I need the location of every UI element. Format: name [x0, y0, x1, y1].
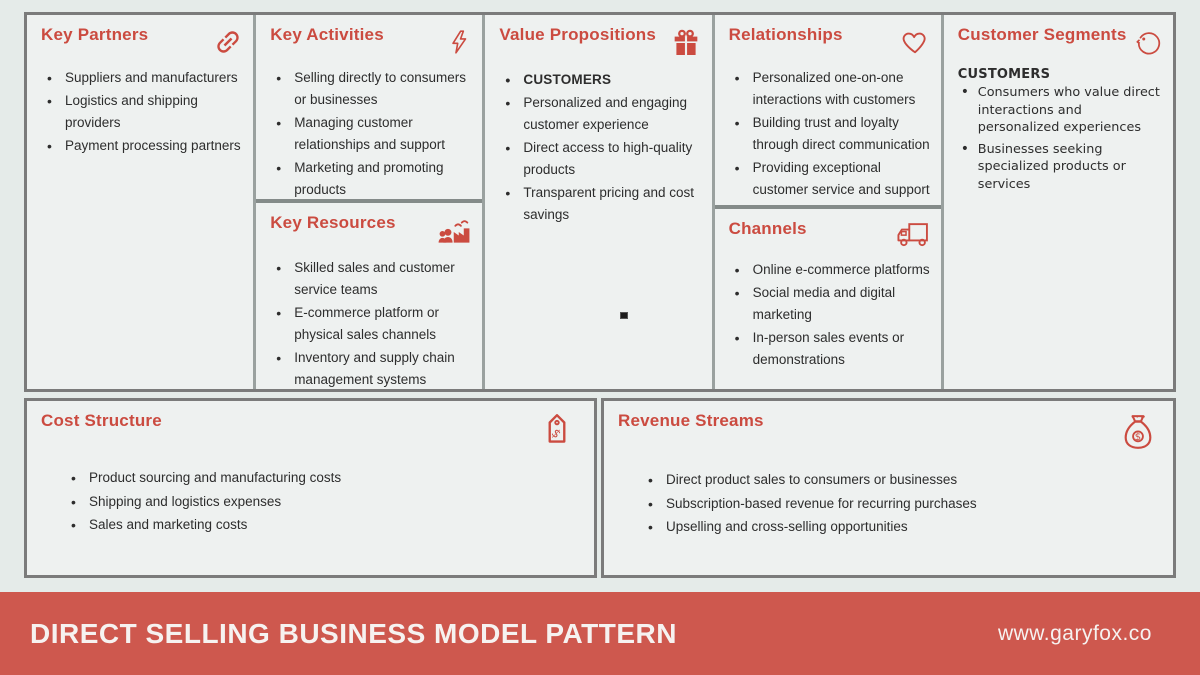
relationships-list: Personalized one-on-one interactions wit…: [729, 67, 931, 205]
customer-segments-list: Consumers who value direct interactions …: [958, 84, 1163, 193]
key-partners-title: Key Partners: [41, 25, 149, 44]
list-item: Community among customers: [729, 202, 931, 205]
revenue-streams-list: Direct product sales to consumers or bus…: [618, 469, 1163, 539]
link-icon: [213, 27, 243, 57]
value-propositions-list: CUSTOMERS Personalized and engaging cust…: [499, 69, 701, 226]
list-item: Selling directly to consumers or busines…: [270, 67, 472, 111]
customer-segments-title: Customer Segments: [957, 25, 1127, 44]
section-channels: Channels Online e-commerce platforms Soc…: [715, 209, 941, 389]
list-item: Suppliers and manufacturers: [41, 67, 243, 89]
channels-title: Channels: [728, 219, 807, 238]
lightning-icon: [446, 27, 472, 57]
website-link[interactable]: www.garyfox.co: [997, 621, 1152, 645]
svg-text:$: $: [1135, 432, 1141, 443]
key-resources-list: Skilled sales and customer service teams…: [270, 257, 472, 389]
list-item: Payment processing partners: [41, 135, 243, 157]
key-partners-list: Suppliers and manufacturers Logistics an…: [41, 67, 243, 157]
key-activities-title: Key Activities: [270, 25, 384, 44]
key-activities-list: Selling directly to consumers or busines…: [270, 67, 472, 199]
section-revenue-streams: Revenue Streams $ Direct product sales t…: [601, 398, 1176, 578]
list-item: Building trust and loyalty through direc…: [729, 112, 931, 156]
stray-mark: [620, 312, 628, 319]
list-item: Skilled sales and customer service teams: [270, 257, 472, 301]
column-relationships-channels: Relationships Personalized one-on-one in…: [714, 15, 944, 389]
cost-structure-title: Cost Structure: [41, 411, 162, 430]
footer-bar: DIRECT SELLING BUSINESS MODEL PATTERN ww…: [0, 592, 1200, 675]
column-activities-resources: Key Activities Selling directly to consu…: [256, 15, 486, 389]
list-item: Personalized one-on-one interactions wit…: [729, 67, 931, 111]
gift-icon: [670, 27, 702, 59]
money-bag-icon: $: [1121, 413, 1155, 453]
section-cost-structure: Cost Structure $ Product sourcing and ma…: [24, 398, 597, 578]
factory-icon: [436, 215, 472, 247]
list-item: Managing customer relationships and supp…: [270, 112, 472, 156]
list-item: Marketing and promoting products: [270, 157, 472, 199]
section-key-resources: Key Resources Skilled sales and customer…: [256, 203, 482, 389]
list-item: Upselling and cross-selling opportunitie…: [642, 516, 1163, 539]
section-key-activities: Key Activities Selling directly to consu…: [256, 15, 483, 203]
list-item: CUSTOMERS: [499, 69, 701, 91]
cost-structure-list: Product sourcing and manufacturing costs…: [41, 467, 584, 537]
relationships-title: Relationships: [728, 25, 843, 44]
list-item: E-commerce platform or physical sales ch…: [270, 302, 472, 346]
section-key-partners: Key Partners Suppliers and manufacturers…: [27, 15, 257, 389]
page-title: DIRECT SELLING BUSINESS MODEL PATTERN: [30, 617, 677, 649]
truck-icon: [893, 221, 931, 249]
list-item: Sales and marketing costs: [65, 514, 584, 537]
list-item: Subscription-based revenue for recurring…: [642, 493, 1163, 516]
section-relationships: Relationships Personalized one-on-one in…: [714, 15, 941, 209]
channels-list: Online e-commerce platforms Social media…: [729, 259, 931, 371]
list-item: Shipping and logistics expenses: [65, 491, 584, 514]
list-item: Direct access to high-quality products: [499, 137, 701, 181]
face-icon: [1133, 27, 1163, 57]
list-item: Product sourcing and manufacturing costs: [65, 467, 584, 490]
customer-segments-heading: CUSTOMERS: [957, 67, 1051, 82]
value-propositions-title: Value Propositions: [499, 25, 657, 44]
list-item: Direct product sales to consumers or bus…: [642, 469, 1163, 492]
revenue-streams-title: Revenue Streams: [618, 411, 764, 430]
list-item: Online e-commerce platforms: [729, 259, 931, 281]
business-model-canvas: Key Partners Suppliers and manufacturers…: [24, 12, 1176, 392]
list-item: Providing exceptional customer service a…: [729, 157, 931, 201]
list-item: Personalized and engaging customer exper…: [499, 92, 701, 136]
list-item: In-person sales events or demonstrations: [729, 327, 931, 371]
list-item: Social media and digital marketing: [729, 282, 931, 326]
price-tag-icon: $: [538, 413, 576, 451]
svg-text:$: $: [549, 426, 564, 441]
section-customer-segments: Customer Segments CUSTOMERS Consumers wh…: [944, 15, 1173, 389]
section-value-propositions: Value Propositions CUSTOMERS Personalize…: [485, 15, 715, 389]
heart-icon: [899, 27, 931, 57]
list-item: Businesses seeking specialized products …: [958, 141, 1163, 194]
key-resources-title: Key Resources: [270, 213, 396, 232]
list-item: Transparent pricing and cost savings: [499, 182, 701, 226]
list-item: Inventory and supply chain management sy…: [270, 347, 472, 389]
list-item: Logistics and shipping providers: [41, 90, 243, 134]
list-item: Consumers who value direct interactions …: [958, 84, 1163, 137]
